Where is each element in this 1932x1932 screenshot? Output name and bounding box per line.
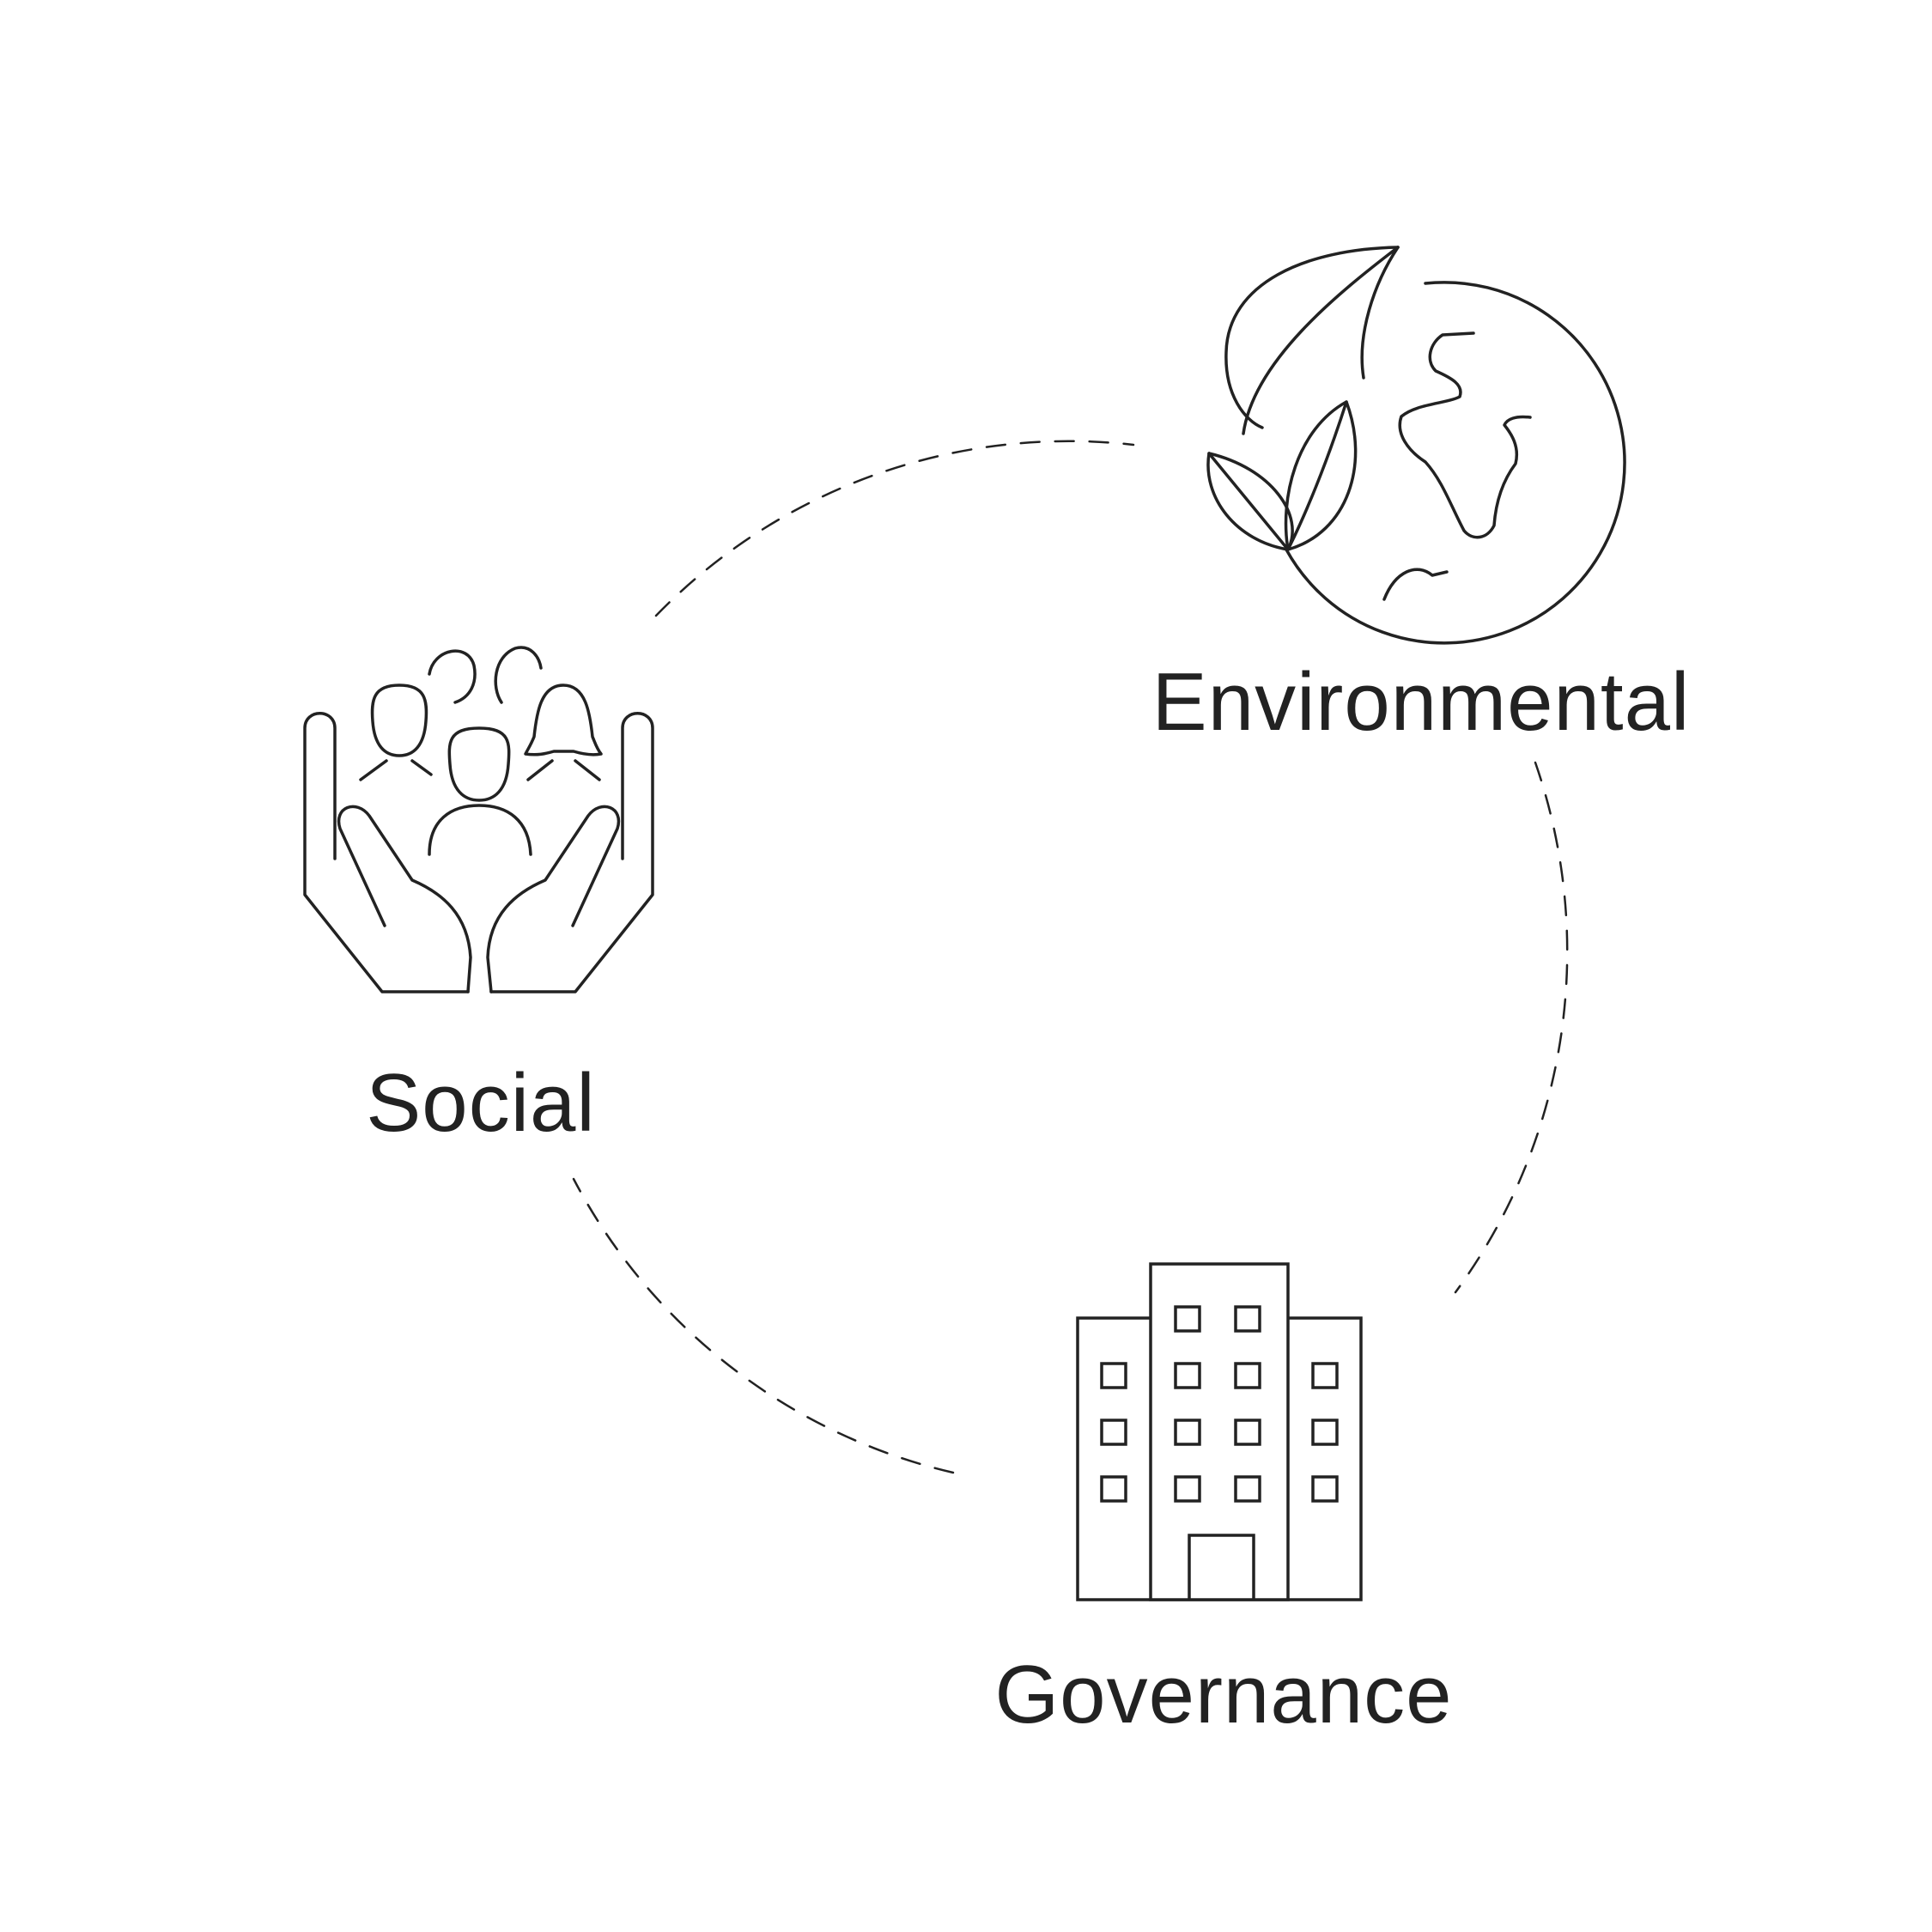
- hands-holding-people-icon: [303, 646, 654, 993]
- connector-governance-to-social: [572, 1177, 955, 1474]
- connector-environmental-to-governance: [1454, 761, 1569, 1294]
- governance-label: Governance: [994, 1649, 1453, 1741]
- social-label: Social: [366, 1057, 596, 1149]
- connector-social-to-environmental: [654, 440, 1135, 617]
- office-building-icon: [1076, 1262, 1363, 1601]
- earth-with-leaves-icon: [1206, 246, 1626, 645]
- environmental-label: Environmental: [1151, 656, 1691, 748]
